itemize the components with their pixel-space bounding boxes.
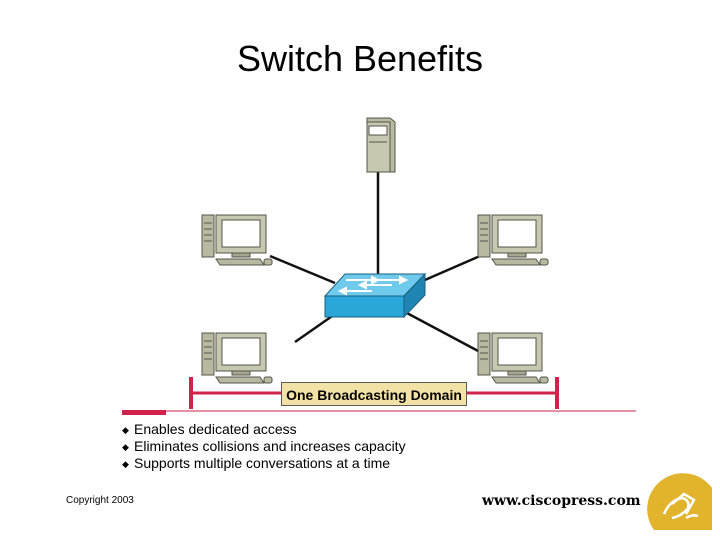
bullet-diamond-icon: ◆ xyxy=(122,459,129,469)
benefit-text: Enables dedicated access xyxy=(134,421,297,437)
press-logo-icon xyxy=(647,473,712,530)
workstation-icon xyxy=(477,332,549,384)
benefit-text: Eliminates collisions and increases capa… xyxy=(134,438,406,454)
workstation-icon xyxy=(201,332,273,384)
broadcast-domain-label: One Broadcasting Domain xyxy=(281,382,467,406)
workstation-icon xyxy=(201,214,273,266)
copyright-notice: Copyright 2003 xyxy=(66,495,134,506)
slide-title: Switch Benefits xyxy=(236,38,484,79)
cable-lines xyxy=(269,172,481,354)
benefit-list: ◆ Enables dedicated access ◆ Eliminates co… xyxy=(122,421,406,472)
workstation-icon xyxy=(477,214,549,266)
switch-icon xyxy=(323,272,427,319)
server-icon xyxy=(366,117,396,173)
bullet-divider xyxy=(122,410,636,415)
benefit-text: Supports multiple conversations at a tim… xyxy=(134,455,391,471)
benefit-item: ◆ Enables dedicated access xyxy=(122,421,406,438)
bullet-diamond-icon: ◆ xyxy=(122,442,129,452)
bullet-diamond-icon: ◆ xyxy=(122,425,129,435)
benefit-item: ◆ Supports multiple conversations at a ti… xyxy=(122,455,406,472)
benefit-item: ◆ Eliminates collisions and increases cap… xyxy=(122,438,406,455)
publisher-website: www.ciscopress.com xyxy=(482,493,641,509)
